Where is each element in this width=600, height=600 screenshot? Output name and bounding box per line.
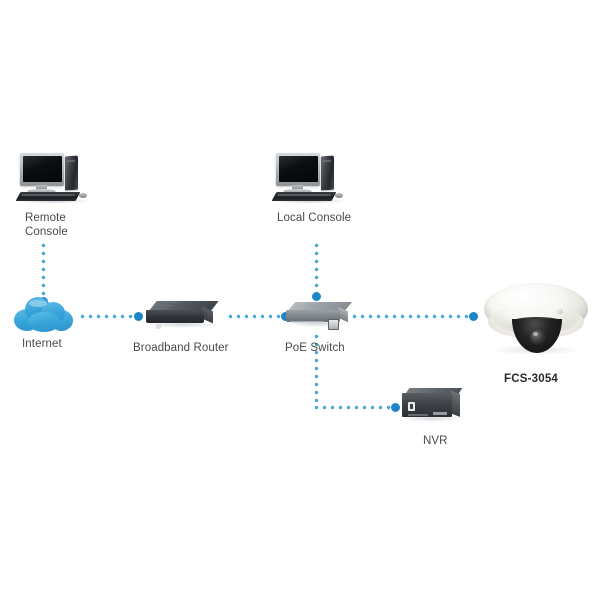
pc-monitor-stand — [36, 185, 47, 190]
switch-front-face — [286, 310, 340, 330]
link-endpoint-switch-left — [281, 312, 290, 321]
local-console-icon — [271, 152, 350, 204]
pc-monitor-stand — [292, 185, 303, 190]
remote-console-label: Remote Console — [25, 212, 68, 238]
pc-tower — [321, 155, 334, 191]
local-console-label: Local Console — [277, 212, 352, 224]
pc-tower — [65, 155, 78, 191]
switch-stripe — [290, 321, 324, 323]
pc-monitor-base — [27, 189, 56, 193]
pc-shadow — [16, 198, 92, 204]
pc-screen — [22, 155, 62, 182]
poe-switch-label: PoE Switch — [285, 342, 345, 354]
cloud-lobe — [28, 312, 60, 332]
switch-rj45-port — [328, 319, 339, 330]
camera-model-label: FCS-3054 — [504, 373, 559, 385]
router-shadow — [146, 321, 218, 328]
pc-keyboard — [15, 192, 81, 201]
link-remote-console-to-internet — [41, 243, 46, 301]
link-broadband-router-to-poe-switch — [228, 314, 286, 319]
nvr-label: NVR — [423, 435, 448, 447]
router-front-face — [146, 310, 204, 329]
switch-shadow — [286, 320, 350, 327]
pc-shadow — [272, 198, 348, 204]
poe-switch-icon — [286, 302, 353, 330]
nvr-brand-logo — [408, 402, 415, 411]
link-endpoint-nvr-left — [391, 403, 400, 412]
camera-lens-highlight — [533, 332, 538, 336]
nvr-model-badge — [433, 412, 447, 415]
link-internet-to-broadband-router — [80, 314, 140, 319]
nvr-front-face — [402, 393, 452, 417]
link-poe-switch-to-camera — [352, 314, 474, 319]
pc-mouse — [79, 193, 87, 198]
link-poe-switch-to-nvr-vertical — [314, 334, 319, 406]
internet-icon — [14, 293, 74, 333]
pc-monitor — [276, 153, 320, 186]
link-local-console-to-poe-switch — [314, 243, 319, 298]
camera-lens — [530, 330, 546, 345]
internet-label: Internet — [22, 338, 62, 350]
link-endpoint-camera-left — [469, 312, 478, 321]
pc-mouse — [335, 193, 343, 198]
pc-monitor-base — [283, 189, 312, 193]
nvr-icon — [402, 388, 464, 422]
router-vents — [149, 302, 179, 310]
cloud-highlight — [29, 300, 47, 307]
pc-monitor — [20, 153, 64, 186]
broadband-router-label: Broadband Router — [133, 342, 229, 354]
camera-screw — [557, 309, 563, 314]
pc-keyboard — [271, 192, 337, 201]
nvr-shadow — [402, 415, 462, 422]
link-poe-switch-to-nvr-horizontal — [314, 405, 398, 410]
dome-camera-icon — [484, 283, 588, 357]
router-led — [156, 324, 161, 329]
remote-console-icon — [15, 152, 94, 204]
nvr-drive-slot — [408, 414, 428, 416]
link-endpoint-router-left — [134, 312, 143, 321]
link-endpoint-switch-top — [312, 292, 321, 301]
broadband-router-icon — [146, 301, 220, 331]
pc-screen — [278, 155, 318, 182]
